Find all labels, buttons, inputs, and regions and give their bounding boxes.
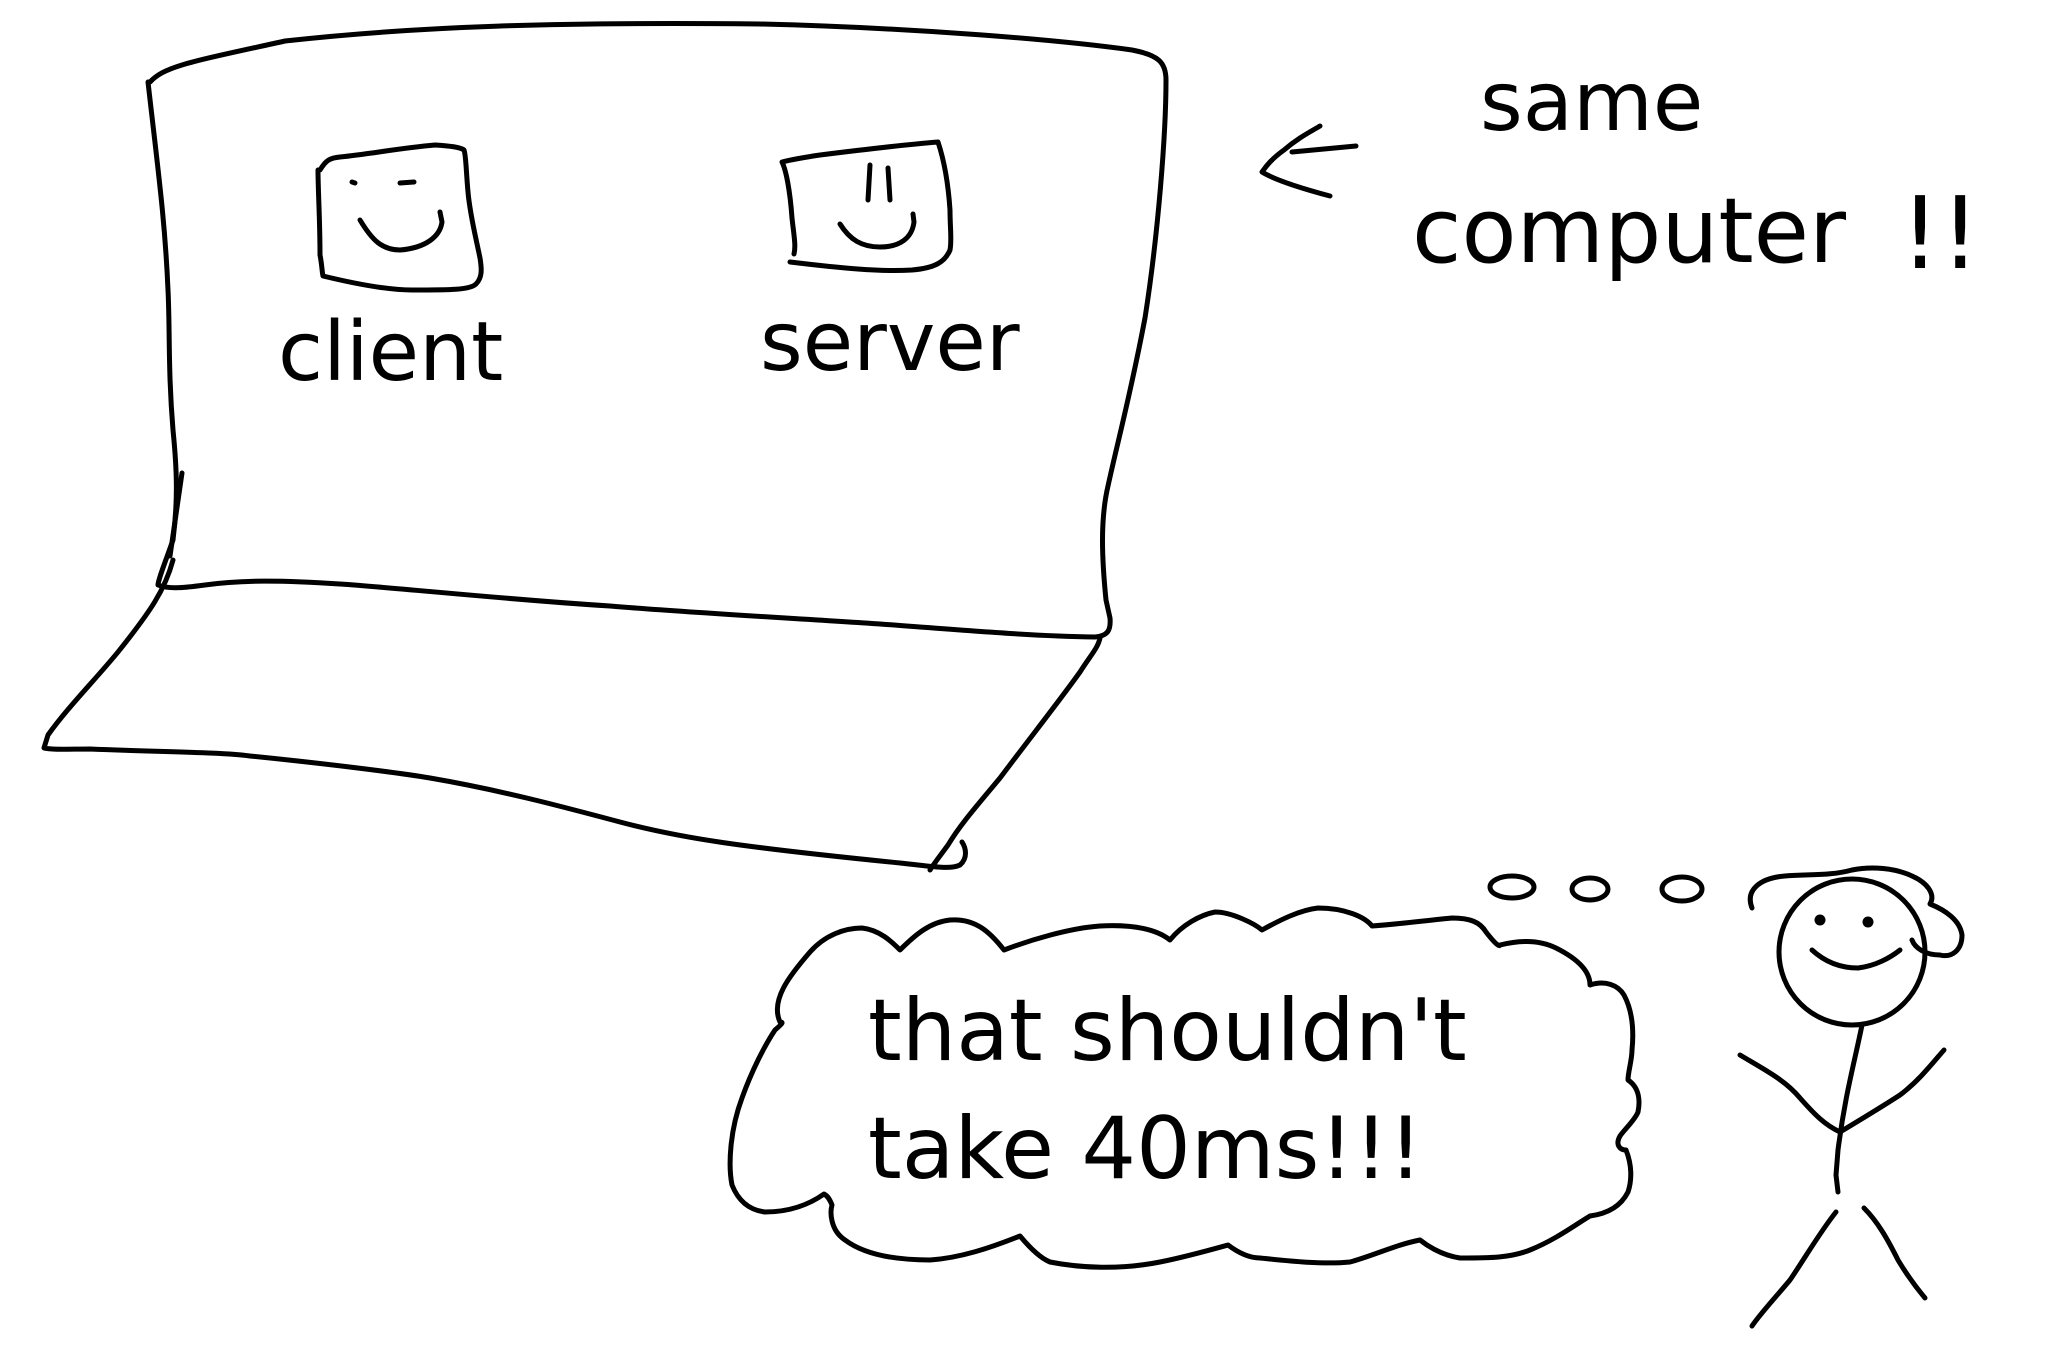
callout-emphasis: !! <box>1900 175 1980 292</box>
figure-eye-left <box>1814 914 1826 926</box>
thought-bubble-icon: that shouldn't take 40ms!!! <box>727 873 1705 1270</box>
thought-trail-bubble-1 <box>1487 873 1537 901</box>
laptop-base <box>41 557 968 870</box>
figure-arm-right <box>1837 1047 1947 1135</box>
figure-hair <box>1747 865 1965 959</box>
callout-line2: computer <box>1412 179 1846 284</box>
server-eye-left <box>865 162 873 203</box>
figure-leg-left <box>1749 1209 1839 1329</box>
thought-trail-bubble-2 <box>1569 875 1611 903</box>
client-process: client <box>278 142 503 400</box>
arrow-shaft <box>1289 143 1359 155</box>
thought-trail-bubble-3 <box>1659 874 1705 904</box>
arrow-left-icon <box>1259 123 1333 199</box>
stick-figure-icon <box>1737 865 1965 1329</box>
thought-line2: take 40ms!!! <box>868 1099 1423 1199</box>
server-eye-right <box>885 165 893 203</box>
laptop-icon <box>41 21 1169 873</box>
client-mouth <box>357 209 445 253</box>
client-label: client <box>278 305 503 400</box>
same-computer-callout: same computer !! <box>1259 55 1980 292</box>
server-process: server <box>760 139 1020 390</box>
client-box <box>315 142 484 293</box>
figure-body <box>1833 1022 1865 1195</box>
server-box <box>779 139 954 274</box>
figure-head <box>1776 876 1928 1028</box>
client-eye-left <box>349 179 358 186</box>
thought-cloud <box>727 905 1642 1270</box>
server-label: server <box>760 295 1020 390</box>
client-eye-right <box>397 179 417 186</box>
laptop-base-right-edge <box>927 635 1103 873</box>
callout-line1: same <box>1480 55 1703 150</box>
laptop-hinge-left <box>167 470 185 559</box>
figure-mouth <box>1809 947 1903 971</box>
figure-eye-right <box>1862 916 1874 928</box>
figure-arm-left <box>1737 1052 1843 1135</box>
server-mouth <box>837 211 917 250</box>
figure-leg-right <box>1861 1205 1928 1301</box>
thought-line1: that shouldn't <box>868 981 1467 1081</box>
